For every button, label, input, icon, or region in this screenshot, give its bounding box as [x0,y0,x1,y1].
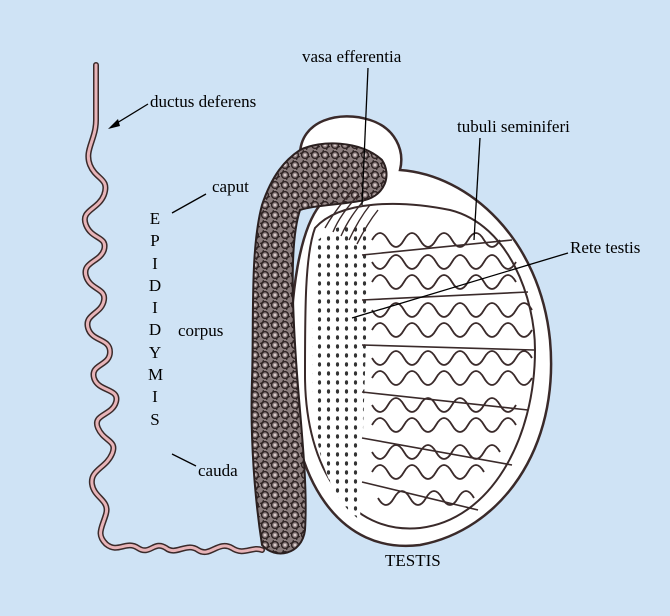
epididymis-letter: D [148,275,162,297]
epididymis-letter: P [148,230,162,252]
label-testis: TESTIS [385,552,441,569]
label-caput: caput [212,178,249,195]
epididymis-letter: I [148,253,162,275]
label-tubuli-seminiferi: tubuli seminiferi [457,118,570,135]
label-vasa-efferentia: vasa efferentia [302,48,401,65]
epididymis-letter: I [148,386,162,408]
label-ductus-deferens: ductus deferens [150,93,256,110]
epididymis-letter: I [148,297,162,319]
epididymis-letter: D [148,319,162,341]
epididymis-letter: M [148,364,162,386]
label-rete-testis: Rete testis [570,239,640,256]
epididymis-letter: E [148,208,162,230]
label-corpus: corpus [178,322,223,339]
label-cauda: cauda [198,462,238,479]
label-epididymis-vertical: E P I D I D Y M I S [148,208,162,431]
epididymis-letter: S [148,409,162,431]
epididymis-letter: Y [148,342,162,364]
